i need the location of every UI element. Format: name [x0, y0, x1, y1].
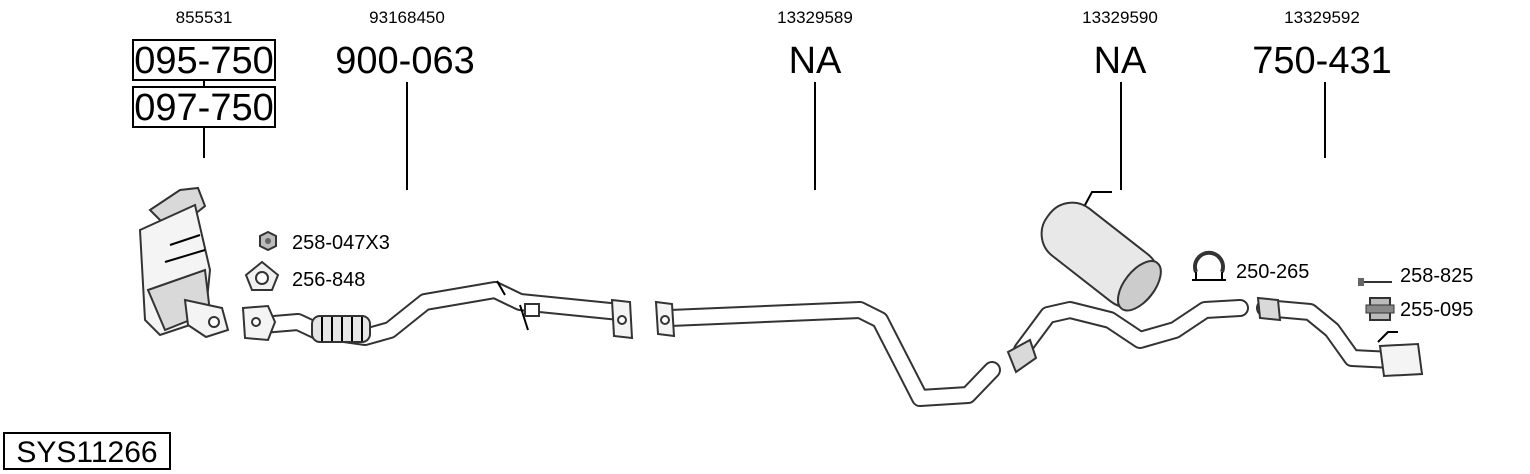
- accessory-code: 258-825: [1400, 265, 1473, 287]
- part-code: 095-750: [134, 40, 273, 82]
- rubber-mount-icon: [1365, 297, 1395, 321]
- part-oe-number: 855531: [176, 8, 233, 27]
- bolt-icon: [1358, 278, 1392, 286]
- accessory-clamp[interactable]: 250-265: [1192, 250, 1309, 283]
- front-pipe-drawing: [241, 280, 634, 346]
- rear-silencer-drawing: [1256, 296, 1424, 378]
- part-code: 097-750: [134, 87, 273, 129]
- catalytic-converter-drawing: [138, 186, 230, 339]
- part-front-pipe[interactable]: 93168450 900-063: [241, 8, 634, 346]
- intermediate-pipe-drawing: [654, 300, 1001, 407]
- part-oe-number: 93168450: [369, 8, 445, 27]
- clamp-icon: [1192, 250, 1226, 281]
- middle-silencer-drawing: [1006, 191, 1249, 374]
- part-code: 900-063: [335, 40, 474, 82]
- part-oe-number: 13329589: [777, 8, 853, 27]
- accessory-gasket[interactable]: 256-848: [244, 260, 365, 291]
- part-code-box: [132, 86, 276, 128]
- part-middle-silencer[interactable]: 13329590 NA: [1006, 8, 1249, 374]
- part-catalytic-converter[interactable]: 855531 095-750 097-750: [132, 8, 276, 339]
- gasket-icon: [244, 260, 280, 291]
- nut-icon: [259, 230, 277, 252]
- part-code-box: [132, 39, 276, 81]
- system-code: SYS11266: [16, 436, 157, 469]
- accessory-code: 255-095: [1400, 299, 1473, 321]
- accessory-code: 250-265: [1236, 261, 1309, 283]
- part-code: 750-431: [1252, 40, 1391, 82]
- accessory-bolt[interactable]: 258-825: [1358, 265, 1473, 287]
- part-code: NA: [789, 40, 842, 82]
- silencer-body: [1040, 201, 1160, 309]
- accessory-rubber-mount[interactable]: 255-095: [1365, 297, 1473, 321]
- part-rear-silencer[interactable]: 13329592 750-431: [1252, 8, 1424, 378]
- accessory-nut[interactable]: 258-047X3: [259, 230, 390, 254]
- accessory-code: 258-047X3: [292, 232, 390, 254]
- part-code: NA: [1094, 40, 1147, 82]
- part-oe-number: 13329590: [1082, 8, 1158, 27]
- part-oe-number: 13329592: [1284, 8, 1360, 27]
- system-code-label: SYS11266: [3, 432, 171, 470]
- accessory-code: 256-848: [292, 269, 365, 291]
- part-intermediate-pipe[interactable]: 13329589 NA: [654, 8, 1001, 407]
